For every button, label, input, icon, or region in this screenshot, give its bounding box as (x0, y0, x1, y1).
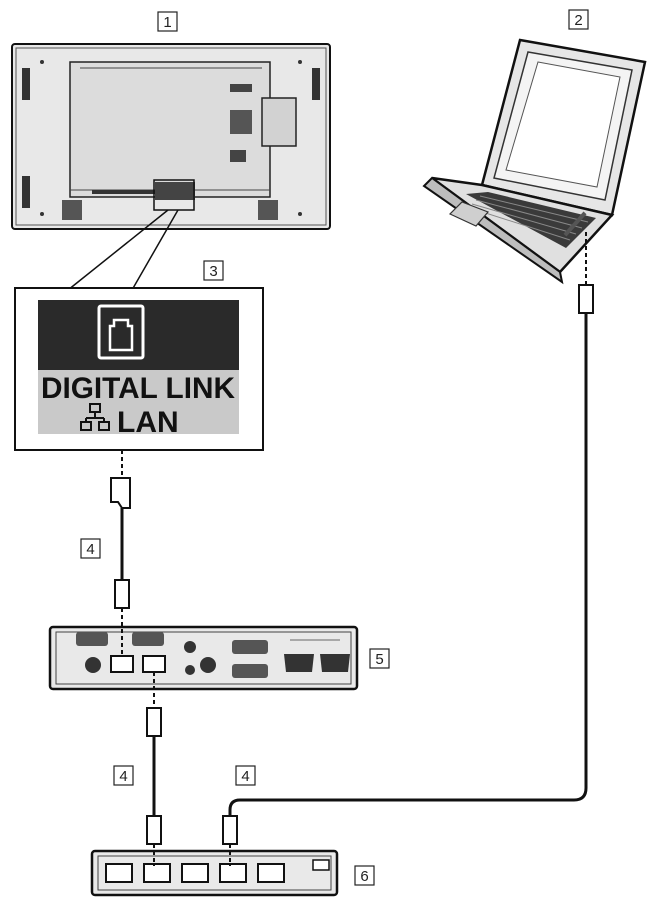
lan-cable-transmitter-to-hub (146, 672, 162, 866)
svg-text:4: 4 (241, 768, 249, 785)
digital-link-transmitter (48, 625, 359, 691)
port-detail-panel: DIGITAL LINK LAN (14, 287, 264, 451)
svg-text:3: 3 (209, 263, 217, 280)
callout-4-computer-cable: 4 (235, 765, 256, 786)
port-label-lan: LAN (117, 406, 179, 439)
callout-5: 5 (369, 648, 390, 669)
callout-3: 3 (203, 260, 224, 281)
svg-text:5: 5 (375, 651, 383, 668)
callout-4-hub-cable: 4 (113, 765, 134, 786)
network-icon (80, 403, 110, 431)
rj45-port-icon (97, 304, 145, 360)
network-hub (90, 849, 339, 897)
svg-text:4: 4 (86, 541, 94, 558)
lan-cable-display-to-transmitter (110, 450, 131, 656)
lan-cable-computer-to-hub (222, 232, 594, 866)
callout-2: 2 (568, 9, 589, 30)
port-label-digital-link: DIGITAL LINK (41, 372, 235, 405)
svg-text:1: 1 (163, 14, 171, 31)
callout-4-display-cable: 4 (80, 538, 101, 559)
svg-text:4: 4 (119, 768, 127, 785)
callout-6: 6 (354, 865, 375, 886)
zoom-lines (67, 179, 195, 291)
laptop-computer (422, 38, 647, 285)
callout-1: 1 (157, 11, 178, 32)
svg-text:2: 2 (574, 12, 582, 29)
display-rear-panel (11, 43, 331, 230)
svg-text:6: 6 (360, 868, 368, 885)
